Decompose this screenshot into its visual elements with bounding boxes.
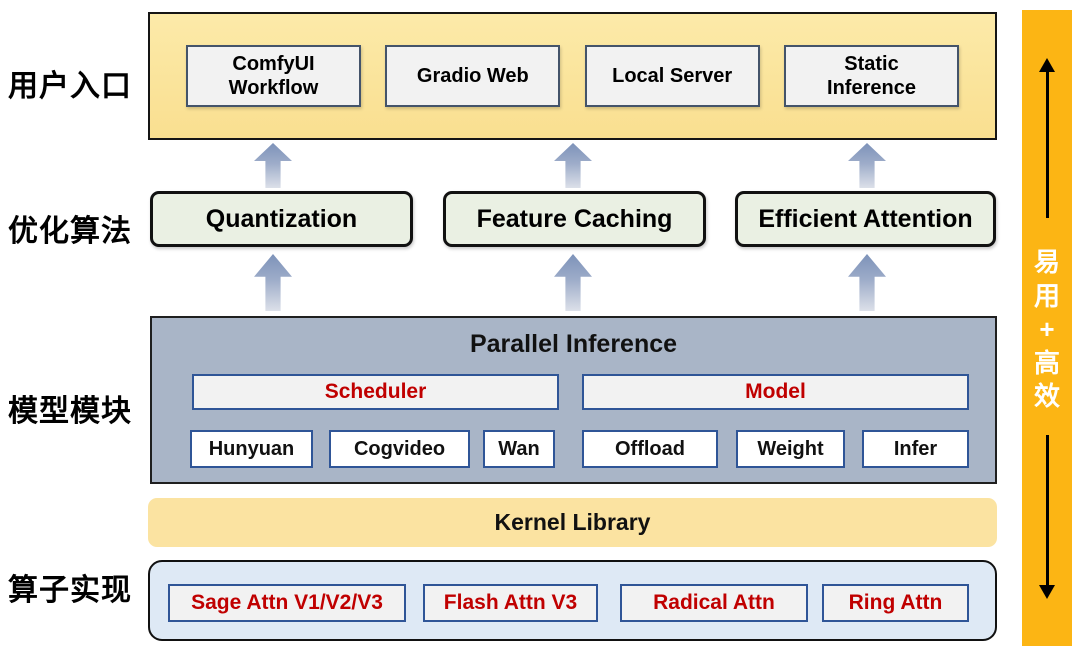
row-label-model-module: 模型模块 (8, 395, 132, 428)
up-arrow-icon (554, 254, 592, 311)
op-card-flash-attn: Flash Attn V3 (423, 584, 598, 622)
feature-caching-box: Feature Caching (443, 191, 706, 247)
operator-panel: Sage Attn V1/V2/V3 Flash Attn V3 Radical… (148, 560, 997, 641)
chip-weight: Weight (736, 430, 845, 468)
chip-wan: Wan (483, 430, 555, 468)
up-arrow-icon (848, 143, 886, 188)
entry-card-local-server: Local Server (584, 45, 760, 107)
chip-infer: Infer (862, 430, 969, 468)
op-card-radical-attn: Radical Attn (620, 584, 808, 622)
side-up-arrow-line (1045, 70, 1049, 218)
up-arrow-icon (254, 143, 292, 188)
side-bar-char: 易 (1033, 247, 1060, 277)
entry-card-gradio-web: Gradio Web (385, 45, 561, 107)
chip-hunyuan: Hunyuan (190, 430, 313, 468)
row-label-optimization: 优化算法 (8, 215, 132, 248)
side-bar-char: 用 (1033, 280, 1060, 311)
scheduler-header: Scheduler (192, 374, 559, 410)
side-bar-char: 效 (1033, 381, 1060, 412)
side-bar-label: 易 用 + 高 效 (1022, 248, 1072, 411)
up-arrow-icon (848, 254, 886, 311)
side-up-arrow-icon (1039, 58, 1055, 72)
up-arrow-icon (554, 143, 592, 188)
side-down-arrow-icon (1039, 585, 1055, 599)
model-header: Model (582, 374, 969, 410)
op-card-sage-attn: Sage Attn V1/V2/V3 (168, 584, 406, 622)
row-label-user-entry: 用户入口 (8, 70, 132, 103)
op-card-ring-attn: Ring Attn (822, 584, 969, 622)
quantization-box: Quantization (150, 191, 413, 247)
side-down-arrow-line (1045, 435, 1049, 585)
efficient-attention-box: Efficient Attention (735, 191, 996, 247)
chip-cogvideo: Cogvideo (329, 430, 470, 468)
parallel-inference-title: Parallel Inference (469, 330, 678, 358)
parallel-inference-panel: Parallel Inference Scheduler Model Hunyu… (150, 316, 997, 484)
row-label-operators: 算子实现 (8, 574, 132, 607)
up-arrow-icon (254, 254, 292, 311)
side-bar-char: 高 (1033, 347, 1060, 378)
entry-card-static-inference: Static Inference (783, 45, 959, 107)
user-entry-panel: ComfyUI Workflow Gradio Web Local Server… (148, 12, 997, 140)
entry-card-comfyui-workflow: ComfyUI Workflow (186, 45, 361, 107)
kernel-library-bar: Kernel Library (148, 498, 997, 547)
chip-offload: Offload (582, 430, 718, 468)
side-bar: 易 用 + 高 效 (1022, 10, 1072, 646)
side-bar-char: + (1039, 314, 1055, 345)
